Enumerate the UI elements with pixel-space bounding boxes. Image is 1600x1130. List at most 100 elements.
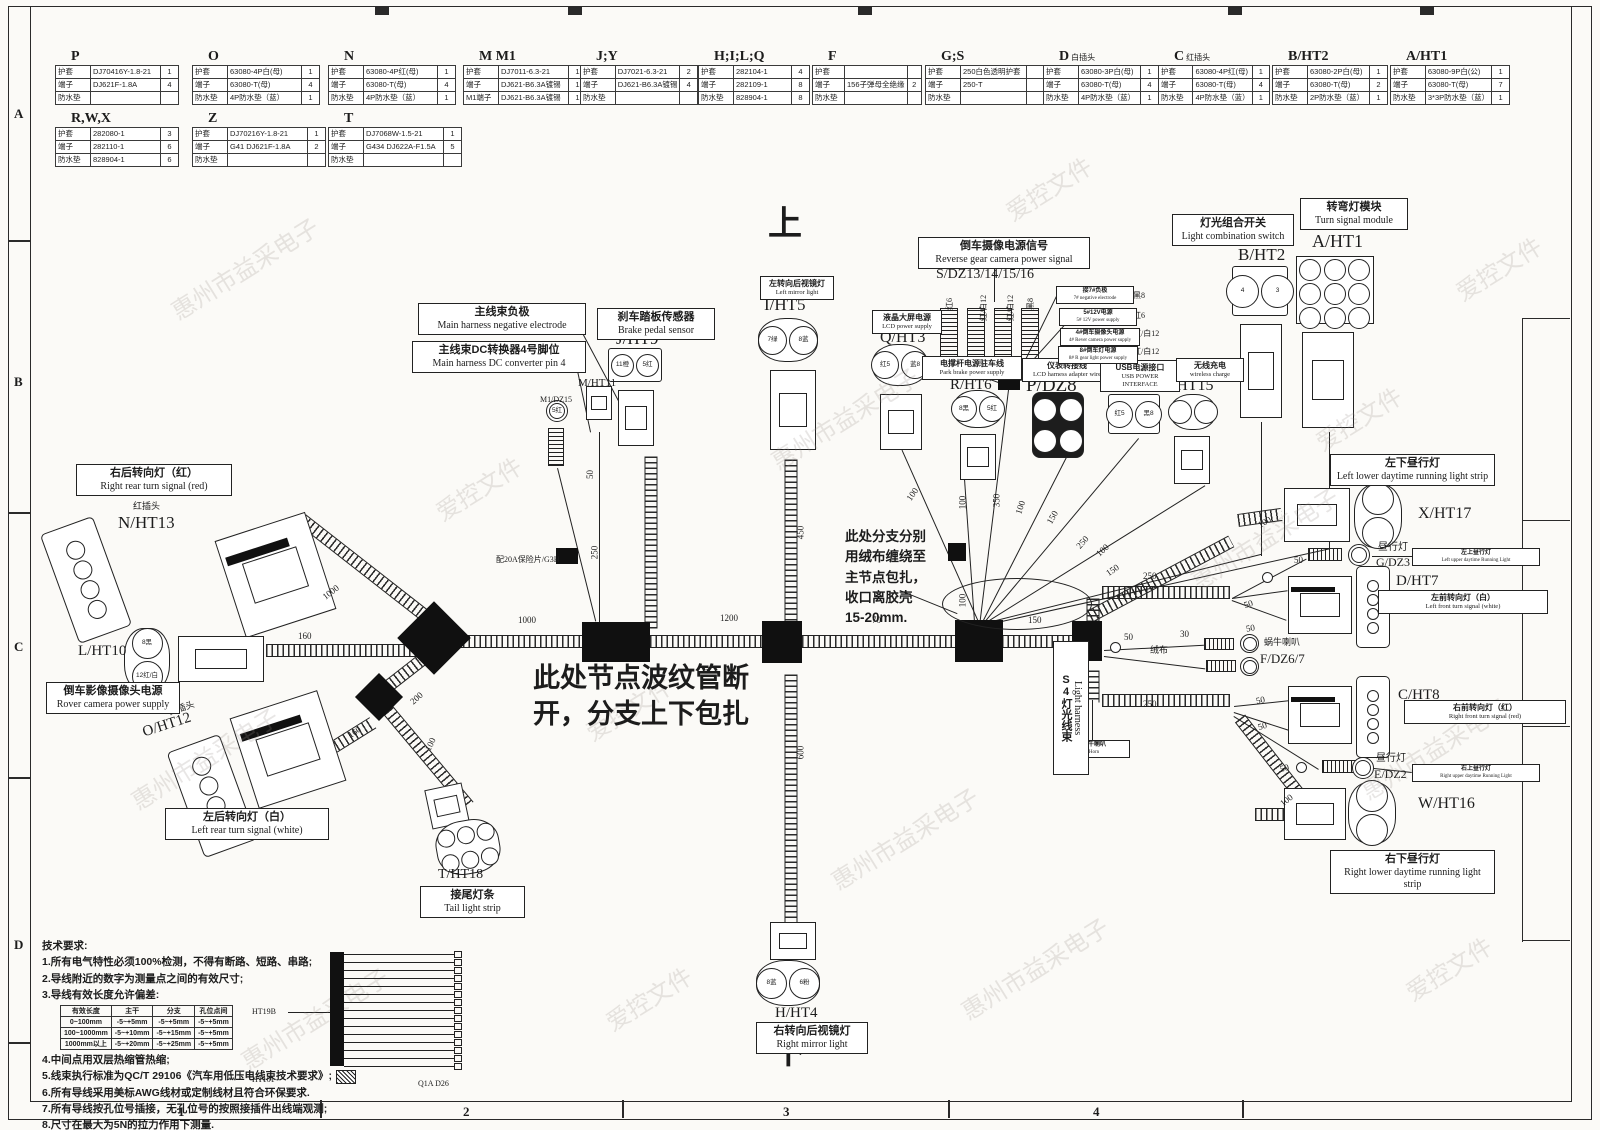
callout-text-en: LCD harness adapter wire [1032, 371, 1102, 378]
pin-cavity [1033, 428, 1057, 453]
table-cell: 8 [791, 91, 810, 105]
callout-text-en: Left lower daytime running light strip [1336, 470, 1489, 482]
fuse-note: 配20A保险片/G3H [496, 555, 560, 564]
callout-left-rear-turn: 左后转向灯（白）Left rear turn signal (white) [165, 808, 329, 840]
plug-cavity [1296, 803, 1334, 825]
pin-cavity [1356, 780, 1388, 812]
zone-number-4: 4 [1093, 1104, 1100, 1119]
technical-requirements-title: 技术要求: [42, 940, 88, 952]
sdz-side-red6: 红6 [1133, 311, 1145, 320]
callout-text-cn: 倒车影像摄像头电源 [63, 685, 163, 697]
b-ht2-plug [1240, 324, 1282, 418]
table-cell: 防水垫 [1390, 91, 1426, 105]
registration-mark [375, 6, 389, 15]
z-ht15-plug [1174, 436, 1210, 484]
table-cell [1026, 65, 1045, 79]
table-cell [160, 91, 179, 105]
pin-cavity [1323, 283, 1346, 305]
dimension-label: 450 [795, 525, 806, 540]
pin-cavity [1367, 718, 1379, 730]
table-cell: 防水垫 [1272, 91, 1308, 105]
table-cell: 端子 [328, 78, 364, 92]
table-cell: 防水垫 [1157, 91, 1194, 105]
wire [599, 432, 600, 624]
pin-cavity: 5红 [549, 403, 565, 419]
pin-cavity [1367, 732, 1379, 744]
strip-wire [344, 1050, 454, 1051]
sdz-side-rw12a: 红/白12 [1133, 329, 1160, 338]
border-tick [622, 1100, 624, 1118]
table-cell: 8 [791, 78, 810, 92]
pin-cavity [1059, 397, 1083, 422]
dimension-label: 70 [872, 615, 881, 625]
sdz-side-rw12b: 红/白12 [1133, 347, 1160, 356]
table-row: 防水垫 [925, 91, 1045, 105]
conn-f-dz67: F/DZ6/7 [1260, 651, 1305, 666]
table-cell: 防水垫 [328, 91, 364, 105]
callout-text-en: Right front turn signal (red) [1448, 713, 1522, 720]
drl-note-g: 昼行灯 [1378, 542, 1408, 553]
wire [288, 1012, 332, 1013]
table-cell [906, 91, 923, 105]
table-cell: 防水垫 [55, 153, 91, 167]
pin-cavity [455, 824, 477, 846]
plug-cavity [778, 932, 808, 950]
border-tick [320, 1100, 322, 1118]
callout-text-en: Light combination switch [1181, 230, 1285, 242]
callout-text-cn: 右上昼行灯 [1460, 766, 1491, 772]
callout-text-en: Main harness negative electrode [437, 319, 567, 331]
table-cell [307, 153, 326, 167]
strip-terminal [454, 983, 462, 990]
bom-title: M M1 [479, 49, 516, 64]
table-cell: 护套 [698, 65, 734, 79]
table-cell: 护套 [1390, 65, 1426, 79]
tail-light-strip-detail [290, 951, 480, 1090]
table-cell: 4 [301, 78, 320, 92]
conn-i-ht5: I/HT5 [764, 295, 806, 314]
table-cell: 护套 [1157, 65, 1194, 79]
pin-cavity [1059, 428, 1083, 453]
tape-node [762, 621, 802, 663]
strip-terminal [454, 1015, 462, 1022]
m-ht11-plug [586, 386, 612, 420]
table-cell: 63080-4P白(母) [227, 65, 302, 79]
plug-cavity [1300, 702, 1340, 728]
j-ht9-plug [618, 390, 654, 446]
pin-cavity [84, 597, 109, 622]
table-cell: 防水垫 [812, 91, 845, 105]
fold-tick [1522, 940, 1570, 941]
m1-dz15-bullet [548, 428, 564, 466]
table-cell: 7 [1491, 78, 1510, 92]
table-cell: 防水垫 [328, 153, 364, 167]
s-dz13-bullet [940, 308, 958, 360]
table-cell: G41 DJ621F-1.8A [227, 140, 308, 154]
table-cell: 3 [160, 127, 179, 141]
border-tick [8, 777, 30, 779]
table-cell: M1端子 [463, 91, 499, 105]
table-cell: 端子 [192, 140, 228, 154]
splice-dot [1110, 642, 1121, 653]
strip-terminal [454, 1007, 462, 1014]
table-cell: 防水垫 [1043, 91, 1079, 105]
